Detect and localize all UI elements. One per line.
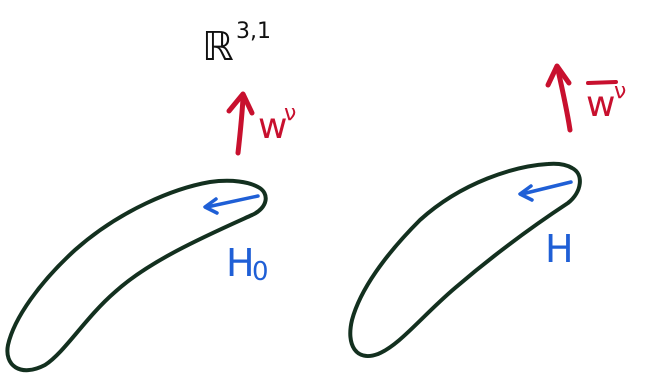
left-shape-outline [5,178,268,373]
right-red-arrow [545,63,573,133]
space-label-superscript: 3,1 [236,19,271,44]
left-red-arrow [226,91,255,156]
left-vector-superscript: ν [284,101,296,126]
left-shape-label-subscript: 0 [252,257,269,287]
left-vector-symbol: w [258,106,287,147]
right-vector-overline [586,80,618,85]
space-label: ℝ 3,1 [202,19,271,70]
space-label-base: ℝ [202,24,234,70]
right-vector-superscript: ν [614,79,626,104]
left-blue-arrow [203,194,260,215]
right-vector-label: w ν [586,79,626,125]
right-shape-label-text: H [545,227,574,271]
right-blue-arrow [518,180,573,202]
right-vector-symbol: w [586,84,615,125]
right-panel: w ν H [348,63,626,358]
left-shape-label-base: H [226,241,255,285]
left-vector-label: w ν [258,101,296,147]
right-shape-outline [348,161,582,358]
left-panel: w ν H 0 [5,91,296,373]
right-shape-label: H [545,227,574,271]
left-shape-label: H 0 [226,241,269,287]
